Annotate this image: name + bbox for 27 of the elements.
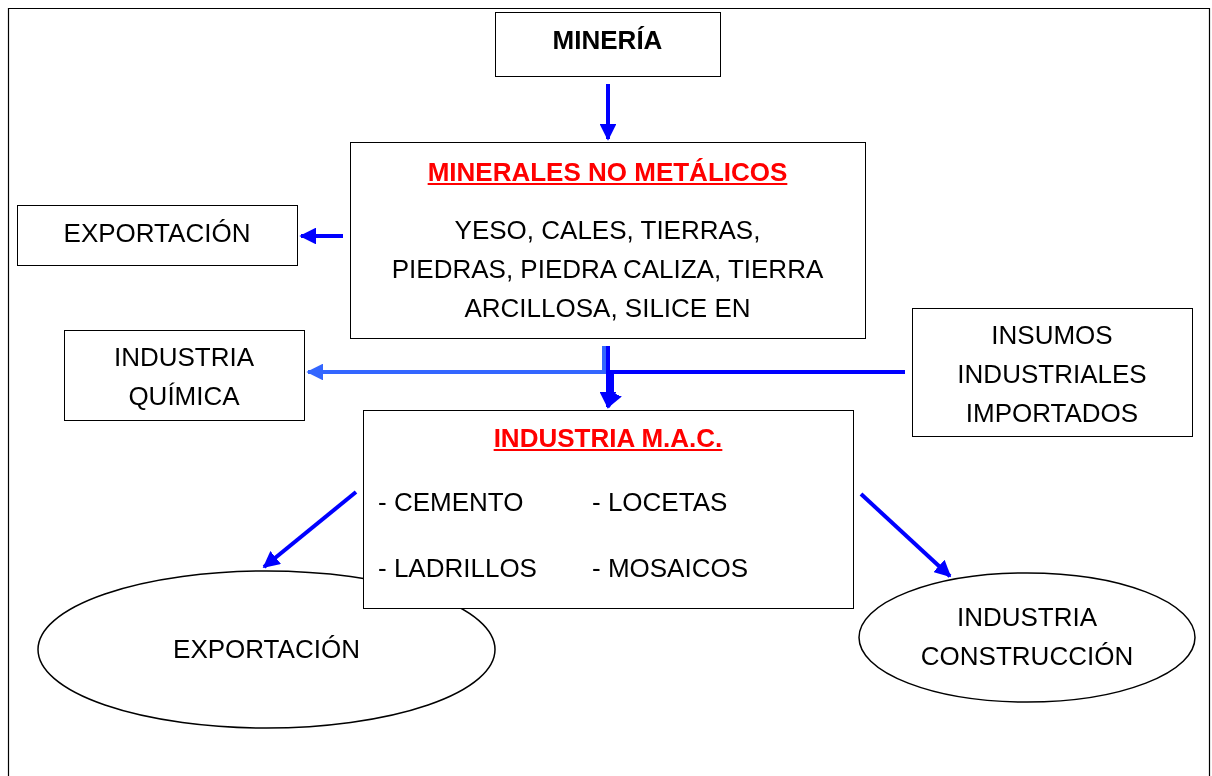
node-label: MINERÍA xyxy=(551,24,664,57)
ellipse-node xyxy=(858,572,1196,703)
list-item: - MOSAICOS xyxy=(592,552,749,585)
arrow xyxy=(262,490,358,569)
list-item: - LOCETAS xyxy=(592,486,729,519)
node-label: INDUSTRIA CONSTRUCCIÓN xyxy=(919,601,1135,673)
process-box xyxy=(64,330,305,421)
process-box xyxy=(350,142,866,339)
list-item: - LADRILLOS xyxy=(378,552,538,585)
process-box xyxy=(912,308,1193,437)
node-label: INDUSTRIA QUÍMICA xyxy=(112,341,256,413)
heading: MINERALES NO METÁLICOS xyxy=(426,156,789,189)
node-label: EXPORTACIÓN xyxy=(62,217,252,250)
arrow xyxy=(306,346,606,381)
arrow xyxy=(859,492,952,578)
arrow xyxy=(299,227,343,245)
node-label: EXPORTACIÓN xyxy=(172,633,361,666)
process-box xyxy=(495,12,721,77)
heading: INDUSTRIA M.A.C. xyxy=(492,422,724,455)
node-label: YESO, CALES, TIERRAS, PIEDRAS, PIEDRA CALIZA, TIERRA ARCILLOSA, SILICE EN xyxy=(391,214,824,325)
arrow xyxy=(599,346,617,409)
list-item: - CEMENTO xyxy=(378,486,525,519)
arrow xyxy=(599,84,617,141)
process-box xyxy=(363,410,854,609)
arrow xyxy=(606,370,905,409)
process-box xyxy=(17,205,298,266)
node-label: INSUMOS INDUSTRIALES IMPORTADOS xyxy=(956,319,1148,430)
